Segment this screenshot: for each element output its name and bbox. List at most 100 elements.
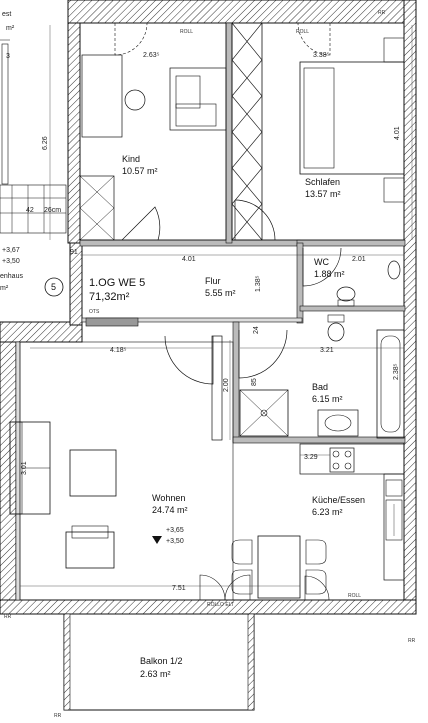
flur-closet [85,317,139,327]
shaft [231,22,263,241]
edge-side-left: enhaus [0,273,23,280]
dim-338: 3.38⁵ [313,52,330,59]
level-d: +3,50 [166,538,184,545]
kind-cabinet [79,175,115,241]
room-flur-name: Flur [205,276,221,286]
roll-kind: ROLL [180,29,193,35]
roll-kueche: ROLL [348,593,361,599]
kind-chair [124,89,146,111]
wall-corridor-left [69,242,83,326]
door-kind-top [114,22,148,56]
wc-toilet [336,286,356,302]
room-bad-area: 6.15 m² [312,394,343,404]
room-kind-area: 10.57 m² [122,166,158,176]
kitchen-door [304,575,330,601]
armchair [65,531,115,569]
dim-401-right: 4.01 [394,126,401,140]
dim-418: 4.18⁵ [110,347,127,354]
unit-number-circle [44,277,64,297]
wall-wc-bad [299,305,406,312]
bad-tub [376,329,405,439]
dim-26: 26cm [44,207,61,214]
dim-91: 91 [70,249,78,256]
dim-200: 2.00 [223,378,230,392]
rr-bottom-left: RR [54,713,62,719]
door-wc [302,247,342,287]
door-schlafen-top [297,22,331,56]
dim-263: 2.63⁵ [143,52,160,59]
wall-wohnen-left-inner [15,341,21,601]
wall-wc-top [296,239,406,247]
unit-label-box [86,273,160,317]
kitchen-stove [329,447,355,473]
wall-kind-schlafen [225,22,233,244]
schlafen-bed [299,61,405,175]
room-kind-name: Kind [122,154,140,164]
dim-24: 24 [253,326,260,334]
dim-238: 2.38⁵ [393,363,400,380]
level-a: +3,67 [2,247,20,254]
dim-329: 3.29 [304,454,318,461]
room-wohnen-area: 24.74 m² [152,505,188,515]
room-flur-area: 5.55 m² [205,288,236,298]
wohnen-column [211,335,223,441]
room-balkon-area: 2.63 m² [140,669,171,679]
dim-626: 6.26 [42,136,49,150]
dim-3: 3 [6,53,10,60]
kitchen-counter [299,443,405,475]
dim-85: 85 [251,378,258,386]
dining-chair [231,539,253,565]
door-kind [121,206,161,241]
kind-bed [81,54,123,138]
kitchen-counter-right [383,473,405,581]
room-bad-name: Bad [312,382,328,392]
room-outline-kind [79,22,227,241]
level-c: +3,65 [166,527,184,534]
door-schlafen [234,199,276,241]
level-marker [152,536,162,544]
bad-toilet [327,322,345,342]
room-kueche-name: Küche/Essen [312,495,365,505]
dim-401: 4.01 [182,256,196,263]
wall-left-bottom [0,341,17,613]
room-balkon-name: Balkon 1/2 [140,656,183,666]
rr-left: RR [4,614,12,620]
unit-number: 5 [51,282,56,292]
kitchen-fridge [385,479,403,497]
room-outline-wohnen [19,341,234,601]
room-wc-name: WC [314,257,329,267]
room-wohnen-name: Wohnen [152,493,185,503]
balcony-door [199,574,226,601]
wall-right [403,0,417,609]
room-schlafen-area: 13.57 m² [305,189,341,199]
dim-42: 42 [26,207,34,214]
wall-top [67,0,414,24]
dim-321: 3.21 [320,347,334,354]
door-bad [238,329,288,379]
unit-area: 71,32m² [89,291,130,303]
schlafen-nightstand [383,37,405,63]
roll-schlafen: ROLL [296,29,309,35]
kind-desk [169,67,227,131]
wc-sink [387,260,401,280]
dim-201: 2.01 [352,256,366,263]
room-wc-area: 1.88 m² [314,269,345,279]
edge-side-left-unit: m² [0,285,9,292]
bad-sink [317,409,359,437]
wall-bad-left [232,321,240,443]
dim-138: 1.38⁵ [255,275,262,292]
wall-kind-flur [79,239,301,247]
dim-301: 3.01 [21,461,28,475]
unit-name: 1.OG WE 5 [89,277,145,289]
bad-shower [239,389,289,437]
door-wohnen [164,335,214,385]
room-kueche-area: 6.23 m² [312,507,343,517]
rr-bottom-right: RR [408,638,416,644]
rr-top: RR [378,10,386,16]
dim-751: 7.51 [172,585,186,592]
stair-fragment [0,184,67,234]
unit-sub: OTS [89,309,100,315]
coffee-table [69,449,117,497]
wall-flur-bottom [81,317,303,323]
